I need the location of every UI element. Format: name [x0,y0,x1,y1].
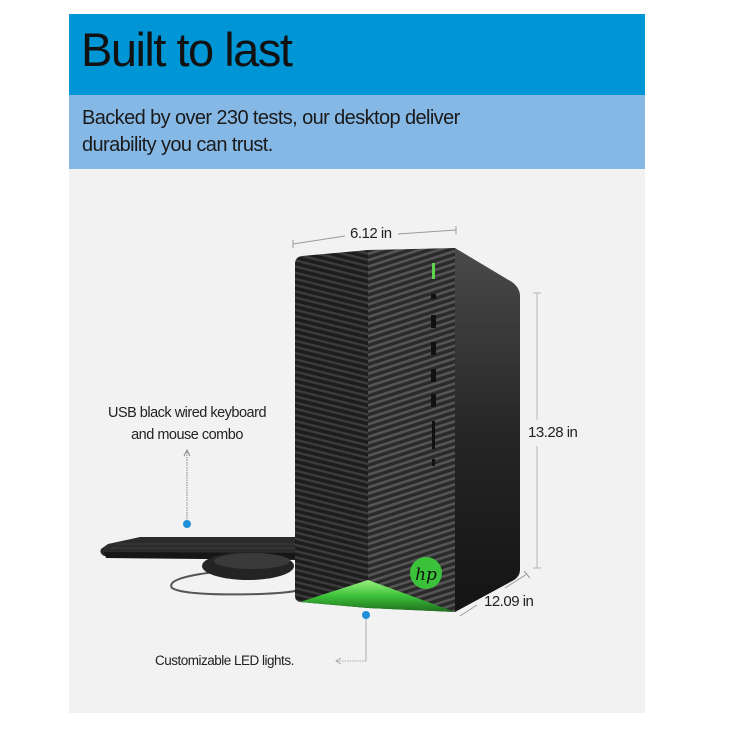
depth-dimension-line [459,570,531,617]
subtitle-line-2: durability you can trust. [82,134,273,156]
width-dimension-label: 6.12 in [350,225,392,242]
front-io-ports [431,263,436,466]
keyboard-callout-pointer [183,448,191,528]
tower-front-face [368,248,455,612]
subtitle-banner: Backed by over 230 tests, our desktop de… [69,95,645,169]
page-title: Built to last [81,23,293,76]
hp-logo-icon: hp [410,557,442,589]
mouse-cable [170,571,303,596]
tower-side-face [455,248,520,612]
subtitle-line-1: Backed by over 230 tests, our desktop de… [82,107,460,129]
keyboard-callout-line-1: USB black wired keyboard [107,405,267,421]
mouse-image [202,552,294,580]
depth-dimension-label: 12.09 in [484,593,534,610]
tower-left-face [295,250,368,608]
height-dimension-line [533,292,541,569]
title-banner: Built to last [69,14,645,95]
keyboard-callout-label: USB black wired keyboard and mouse combo [86,402,288,446]
svg-text:hp: hp [415,565,437,585]
subtitle: Backed by over 230 tests, our desktop de… [82,105,602,159]
keyboard-callout-line-2: and mouse combo [131,427,243,443]
led-callout-pointer [335,611,370,665]
width-dimension-line [292,226,457,248]
led-callout-label: Customizable LED lights. [155,653,294,668]
led-light-strip [300,580,455,612]
height-dimension-label: 13.28 in [528,424,578,441]
